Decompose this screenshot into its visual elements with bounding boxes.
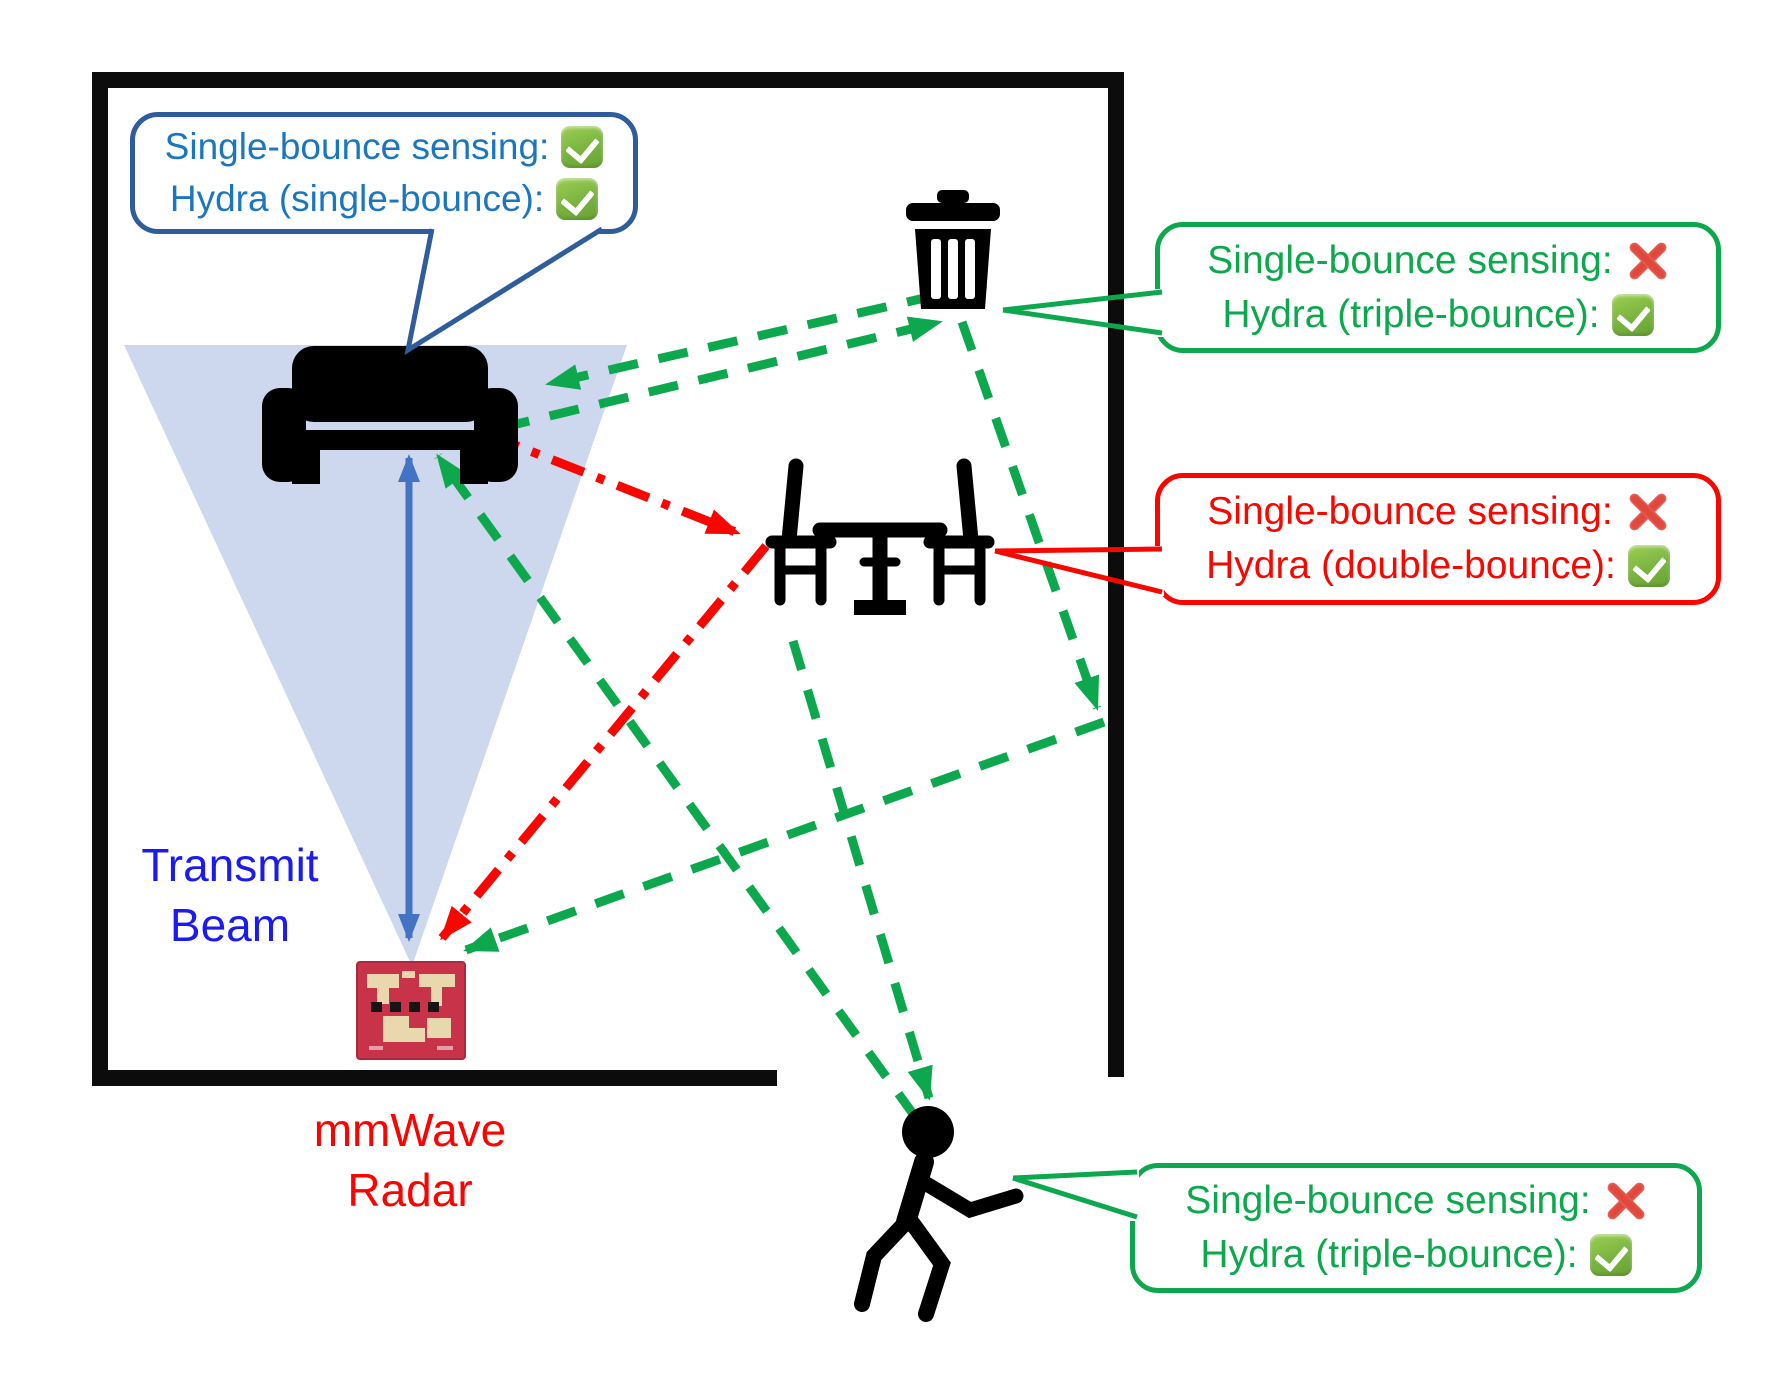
callout-person-tail [1012, 1169, 1139, 1221]
red-path-couch-to-table [485, 429, 741, 538]
radar-pcb-image [356, 961, 466, 1060]
callout-line-label: Single-bounce sensing: [1207, 238, 1613, 282]
callout-line: Single-bounce sensing: [1207, 234, 1668, 288]
callout-line: Hydra (triple-bounce): [1222, 288, 1654, 342]
callout-line: Single-bounce sensing: [1207, 485, 1668, 539]
callout-table-tail [994, 546, 1164, 596]
green-path-table-to-person [788, 639, 934, 1101]
cross-mark-icon [1625, 239, 1669, 283]
callout-line-label: Hydra (triple-bounce): [1200, 1233, 1578, 1276]
check-mark-icon [561, 126, 604, 168]
table-chairs-icon [765, 458, 995, 615]
mmwave-radar-label-line1: mmWave [313, 1104, 507, 1156]
callout-person: Single-bounce sensing: Hydra (triple-bou… [1130, 1163, 1702, 1293]
callout-line-label: Hydra (triple-bounce): [1222, 292, 1600, 336]
callout-trash: Single-bounce sensing: Hydra (triple-bou… [1155, 222, 1721, 353]
callout-line-label: Single-bounce sensing: [1185, 1179, 1591, 1222]
callout-line-label: Single-bounce sensing: [1207, 490, 1613, 533]
check-mark-icon [1589, 1234, 1632, 1276]
couch-icon [262, 346, 518, 484]
callout-couch-tail [404, 226, 604, 356]
walking-person-icon [854, 1106, 1024, 1322]
green-path-person-to-couch [434, 453, 920, 1121]
green-path-trash-to-wall [957, 320, 1102, 711]
check-mark-icon [1627, 545, 1670, 587]
mmwave-radar-label-line2: Radar [347, 1164, 473, 1216]
callout-line-label: Single-bounce sensing: [164, 126, 550, 167]
green-path-trash-to-couch [545, 279, 988, 390]
cross-mark-icon [1603, 1179, 1647, 1223]
mmwave-radar-label: mmWave Radar [270, 1100, 550, 1220]
callout-line: Hydra (double-bounce): [1206, 539, 1670, 593]
callout-line-label: Hydra (single-bounce): [169, 178, 545, 219]
red-path-table-to-radar [438, 543, 770, 941]
callout-table: Single-bounce sensing: Hydra (double-bou… [1155, 473, 1721, 605]
transmit-beam-label: Transmit Beam [110, 835, 350, 955]
green-path-couch-to-trash [498, 316, 943, 433]
cross-mark-icon [1625, 490, 1669, 534]
trash-can-icon [906, 190, 1000, 309]
callout-line: Single-bounce sensing: [165, 121, 604, 173]
transmit-beam-label-line1: Transmit [141, 839, 319, 891]
callout-couch: Single-bounce sensing: Hydra (single-bou… [130, 112, 638, 234]
green-path-wall-to-radar [463, 717, 1106, 955]
callout-line: Hydra (single-bounce): [169, 173, 599, 225]
callout-trash-tail [1002, 289, 1164, 337]
check-mark-icon [1611, 293, 1654, 336]
callout-line: Hydra (triple-bounce): [1200, 1228, 1632, 1282]
transmit-beam-label-line2: Beam [169, 899, 291, 951]
callout-line: Single-bounce sensing: [1185, 1174, 1646, 1228]
callout-line-label: Hydra (double-bounce): [1206, 544, 1616, 587]
check-mark-icon [556, 178, 599, 220]
